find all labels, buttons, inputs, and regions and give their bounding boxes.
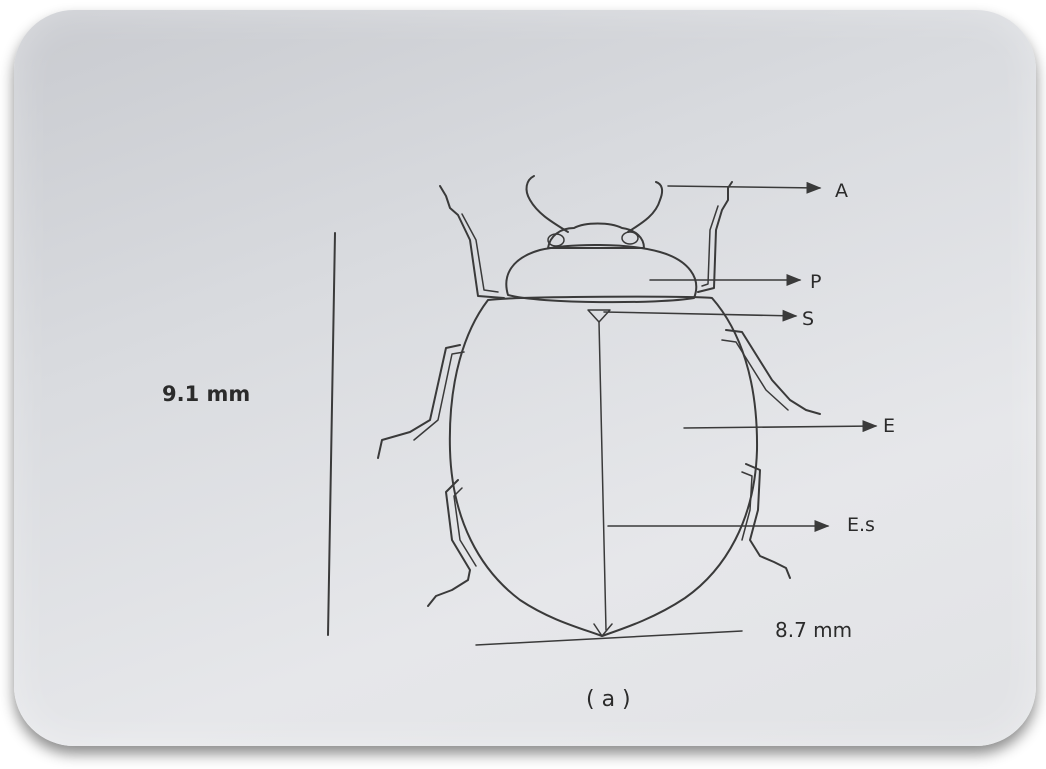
right-front-leg	[698, 182, 732, 292]
left-hind-leg	[428, 480, 470, 606]
left-antenna	[527, 176, 568, 232]
panel-label: ( a )	[586, 687, 631, 712]
antenna-pointer	[668, 186, 820, 188]
pronotum-label: P	[810, 271, 821, 293]
elytral-suture-line	[599, 322, 606, 630]
scutellum-label: S	[802, 308, 814, 330]
beetle-elytra	[450, 297, 757, 636]
antenna-label: A	[835, 180, 848, 202]
elytron-label: E	[883, 415, 895, 437]
scutellum-pointer	[604, 312, 796, 316]
left-front-leg	[440, 186, 504, 298]
right-antenna	[628, 182, 662, 232]
length-measurement-label: 9.1 mm	[162, 382, 250, 406]
beetle-pronotum	[506, 245, 696, 302]
elytral-suture-label: E.s	[847, 514, 875, 536]
left-middle-leg	[378, 345, 460, 458]
right-hind-leg	[746, 464, 790, 578]
elytron-pointer	[684, 426, 876, 428]
width-measurement-label: 8.7 mm	[775, 618, 852, 642]
length-scale-line	[328, 233, 335, 635]
